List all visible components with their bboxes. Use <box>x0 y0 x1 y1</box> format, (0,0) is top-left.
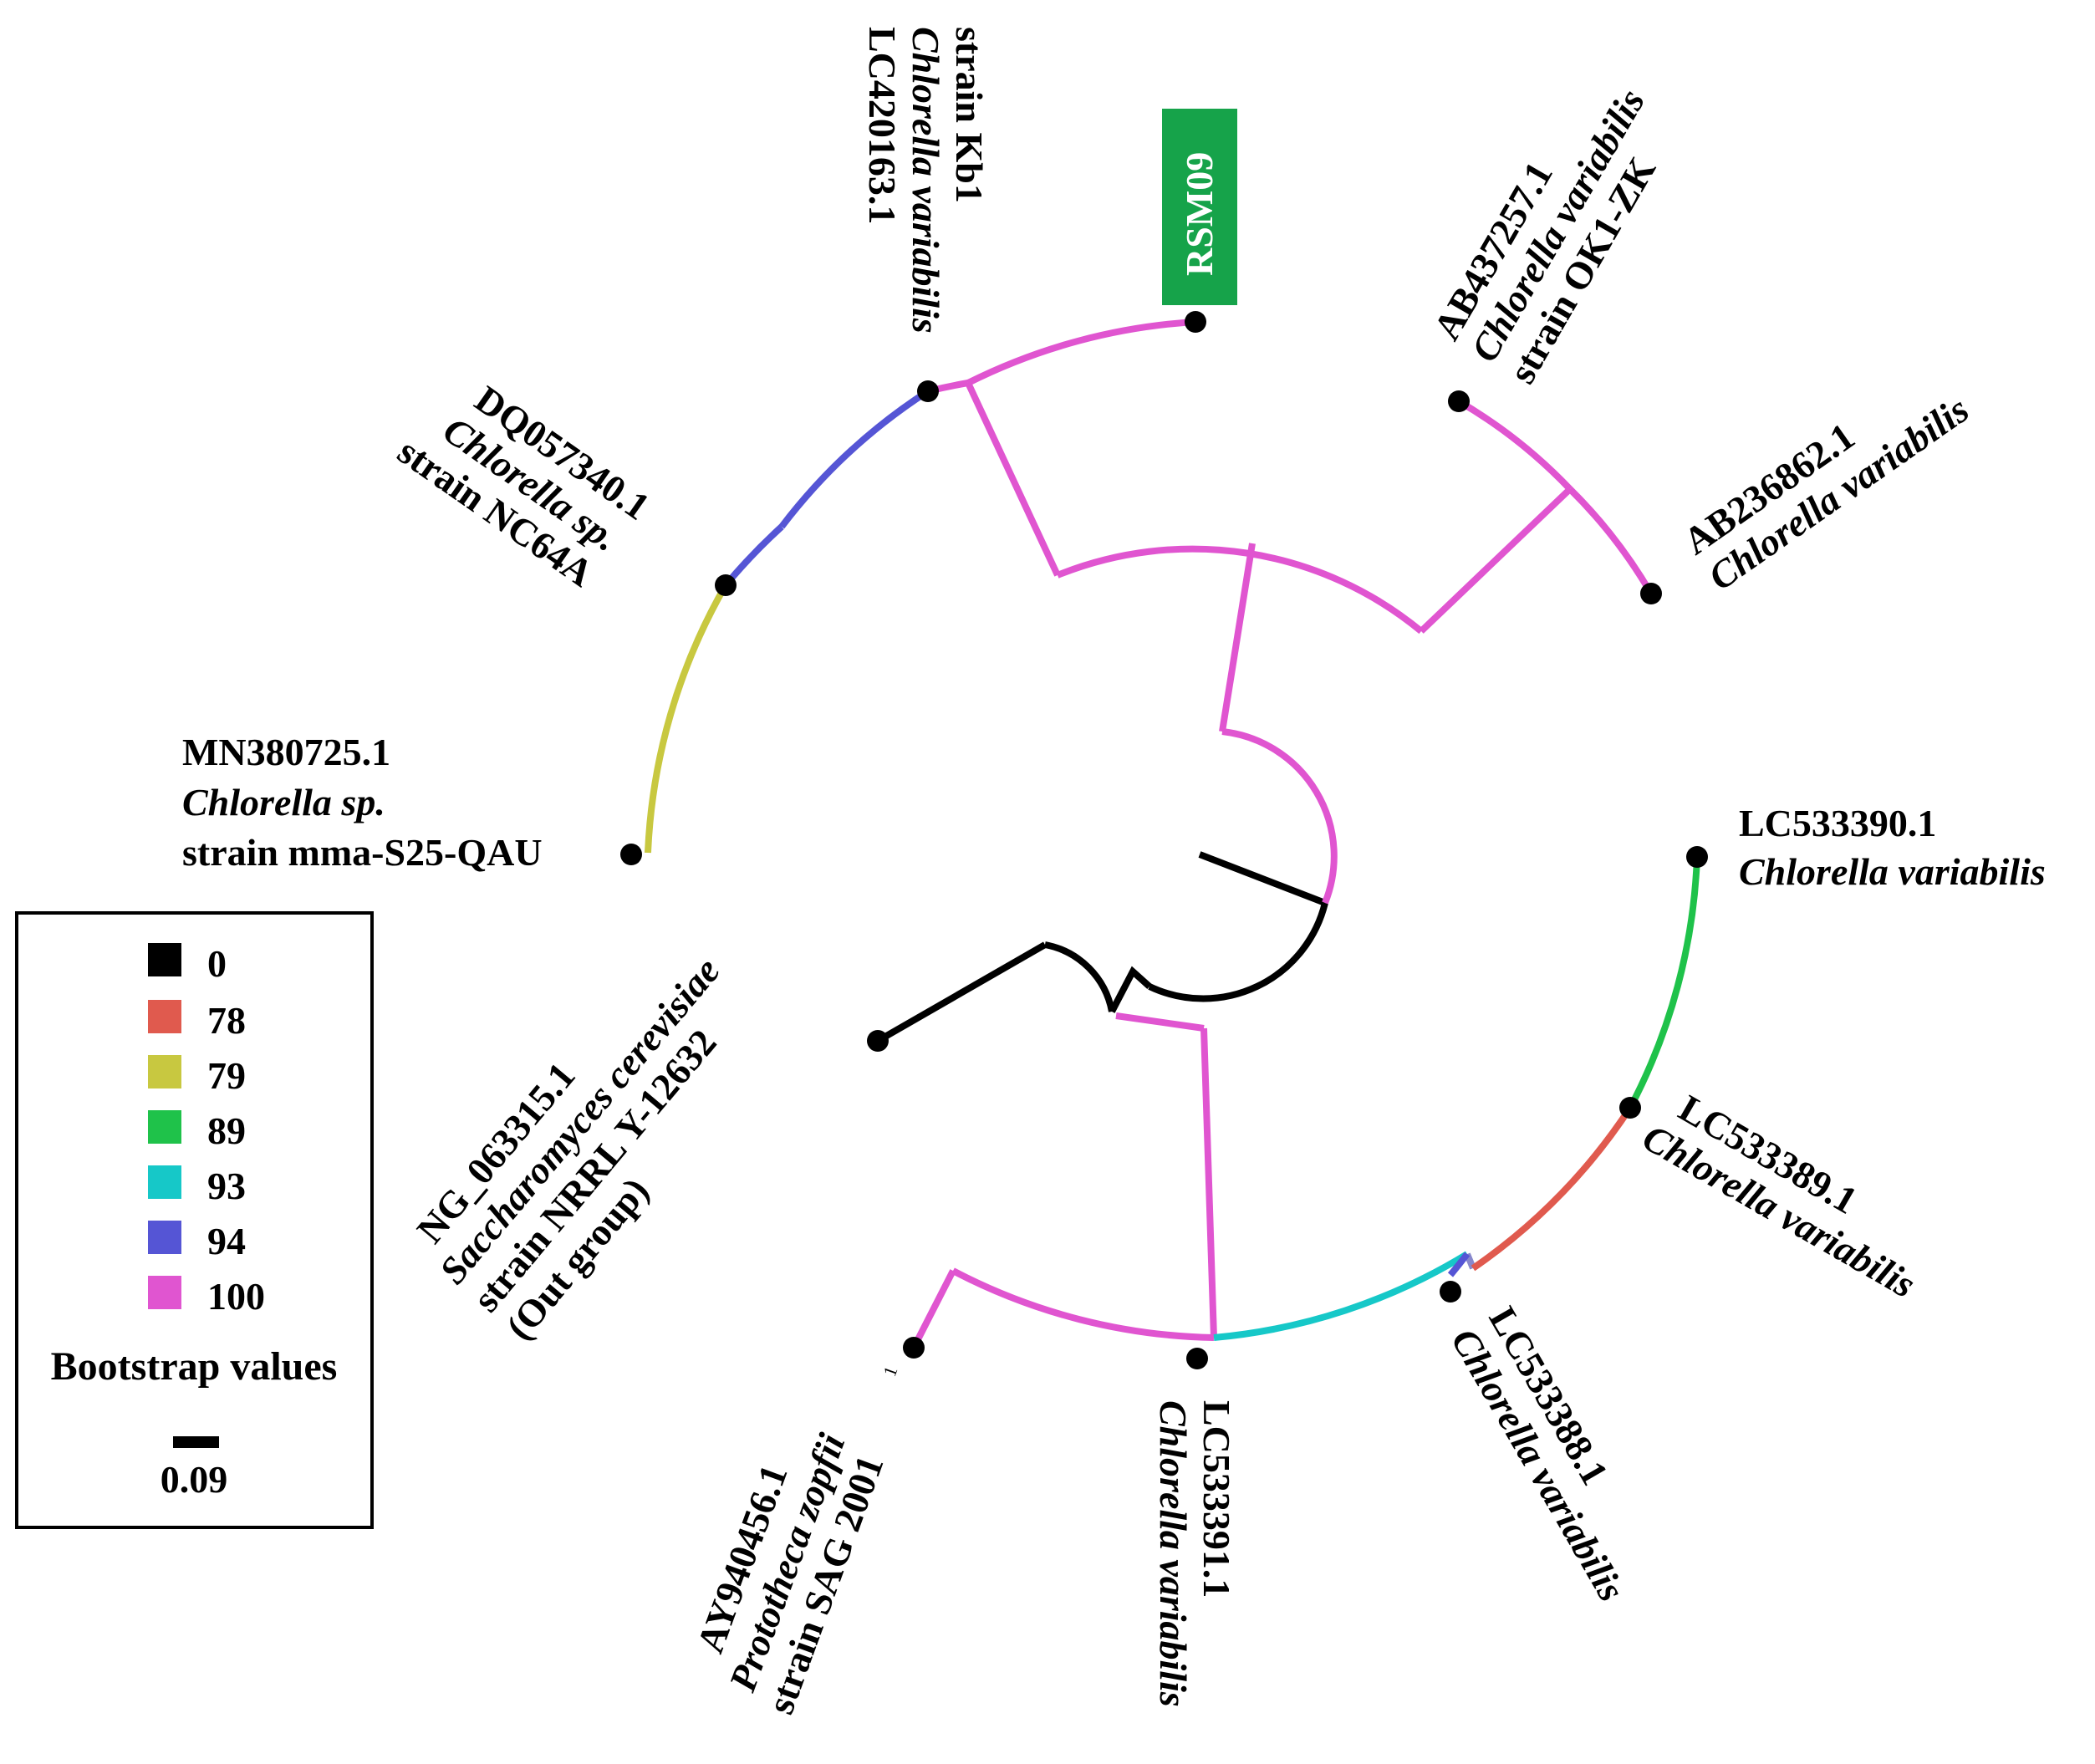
branch-root-stub <box>1198 851 1327 906</box>
taxon-species: Chlorella sp. <box>182 781 385 823</box>
leaf-node-dq057340 <box>715 574 737 596</box>
taxon-label-ay940456: AY940456.1 Prototheca zopfii strain SAG … <box>677 1405 898 1720</box>
legend-label-78: 78 <box>207 999 246 1042</box>
legend-swatch-0 <box>148 943 181 976</box>
legend-entry: 78 <box>148 999 246 1042</box>
leaf-node-lc533390 <box>1686 846 1708 868</box>
branch-lc533390-arc <box>1627 856 1700 1109</box>
leaf-node-ab236862 <box>1640 583 1662 604</box>
branch-lc533389-arc <box>1471 1105 1634 1272</box>
scale-bar <box>173 1436 219 1448</box>
leaf-node-mn380725 <box>620 844 642 865</box>
legend-swatch-89 <box>148 1110 181 1144</box>
branch-prototheca-arc <box>951 1267 1215 1341</box>
rsm09-highlight-box <box>1162 109 1237 305</box>
taxon-labels: LC420163.1 Chlorella variabilis strain K… <box>182 27 2046 1720</box>
legend-entry: 0 <box>148 942 227 985</box>
tree-branches <box>645 319 1700 1349</box>
legend-label-94: 94 <box>207 1220 246 1262</box>
legend-entry: 89 <box>148 1109 246 1152</box>
branch-upper-stem <box>1219 543 1256 732</box>
legend-swatch-94 <box>148 1221 181 1254</box>
taxon-label-lc533389: LC533389.1 Chlorella variabilis <box>1636 1078 1945 1306</box>
leaf-node-lc533388 <box>1440 1281 1461 1303</box>
leaf-node-ab437257 <box>1448 390 1470 412</box>
legend-label-0: 0 <box>207 942 227 985</box>
branch-ab236862-arc <box>1567 487 1654 596</box>
legend-entry: 79 <box>148 1054 246 1097</box>
branch-outgroup-link <box>1109 966 1152 1013</box>
legend-swatch-79 <box>148 1055 181 1088</box>
legend-swatch-100 <box>148 1276 181 1309</box>
taxon-label-rsm09: RSM09 <box>1178 152 1221 276</box>
taxon-species: Chlorella variabilis <box>905 27 947 334</box>
branch-lower-vertical <box>1200 1027 1217 1338</box>
taxon-accession: LC420163.1 <box>861 27 904 224</box>
branch-upper-arc <box>1221 728 1338 905</box>
branch-root <box>1148 902 1328 1002</box>
branch-outgroup-arc <box>1044 941 1115 1012</box>
taxon-label-ab437257: AB437257.1 Chlorella variabilis strain O… <box>1425 52 1695 390</box>
legend-frame <box>15 911 374 1529</box>
branch-lc533391-arc <box>1213 1251 1470 1341</box>
branch-nc64a-leaf <box>722 524 784 588</box>
legend-label-93: 93 <box>207 1165 246 1207</box>
branch-outgroup-leaf <box>876 941 1047 1044</box>
leaf-nodes <box>620 311 1708 1369</box>
branch-ok1-arc <box>1456 398 1573 492</box>
legend-label-79: 79 <box>207 1054 246 1097</box>
legend: 0 78 79 89 93 94 100 Bootstrap values 0.… <box>15 911 374 1529</box>
leaf-node-ay940456 <box>903 1337 925 1359</box>
branch-upper-node-arc <box>1056 545 1424 635</box>
leaf-node-ng063315 <box>867 1030 889 1052</box>
stray-mark: 1 <box>879 1364 901 1379</box>
taxon-accession: LC533391.1 <box>1195 1400 1238 1598</box>
legend-swatch-78 <box>148 1000 181 1033</box>
taxon-label-lc533388: LC533388.1 Chlorella variabilis <box>1443 1300 1671 1609</box>
legend-label-100: 100 <box>207 1275 265 1318</box>
leaf-node-lc533391 <box>1186 1348 1208 1369</box>
branch-right-subclade-stem <box>1419 487 1573 634</box>
taxon-label-lc420163: LC420163.1 Chlorella variabilis strain K… <box>861 27 991 343</box>
leaf-node-lc533389 <box>1619 1097 1641 1119</box>
taxon-label-dq057340: DQ057340.1 Chlorella sp. strain NC64A <box>390 358 665 604</box>
taxon-species: Chlorella variabilis <box>1739 850 2046 893</box>
taxon-label-lc533391: LC533391.1 Chlorella variabilis <box>1152 1400 1238 1707</box>
legend-entry: 93 <box>148 1165 246 1207</box>
branch-left-subclade-stem <box>965 381 1061 577</box>
taxon-accession: LC533390.1 <box>1739 802 1936 844</box>
leaf-node-rsm09 <box>1185 311 1206 333</box>
leaf-node-lc420163 <box>917 380 939 402</box>
taxon-label-ab236862: AB236862.1 Chlorella variabilis <box>1675 352 1976 599</box>
taxon-accession: MN380725.1 <box>182 731 390 773</box>
legend-entry: 100 <box>148 1275 265 1318</box>
branch-rsm09-arc <box>966 319 1196 386</box>
branch-nc64a-arc <box>778 388 930 529</box>
legend-title: Bootstrap values <box>51 1344 338 1389</box>
branch-prototheca-leaf <box>910 1269 956 1349</box>
taxon-label-mn380725: MN380725.1 Chlorella sp. strain mma-S25-… <box>182 731 543 874</box>
scale-bar-label: 0.09 <box>161 1458 228 1501</box>
legend-swatch-93 <box>148 1165 181 1199</box>
branch-lower-stem <box>1115 1012 1205 1032</box>
taxon-strain: strain Kb1 <box>948 27 991 203</box>
taxon-strain: strain mma-S25-QAU <box>182 831 543 874</box>
legend-label-89: 89 <box>207 1109 246 1152</box>
legend-entry: 94 <box>148 1220 246 1262</box>
taxon-label-ng063315: NG_063315.1 Saccharomyces cerevisiae str… <box>398 914 801 1348</box>
taxon-species: Chlorella variabilis <box>1152 1400 1195 1707</box>
taxon-label-lc533390: LC533390.1 Chlorella variabilis <box>1739 802 2046 893</box>
branch-lc533388-arc <box>1447 1252 1471 1277</box>
branch-mma-arc <box>645 584 729 854</box>
